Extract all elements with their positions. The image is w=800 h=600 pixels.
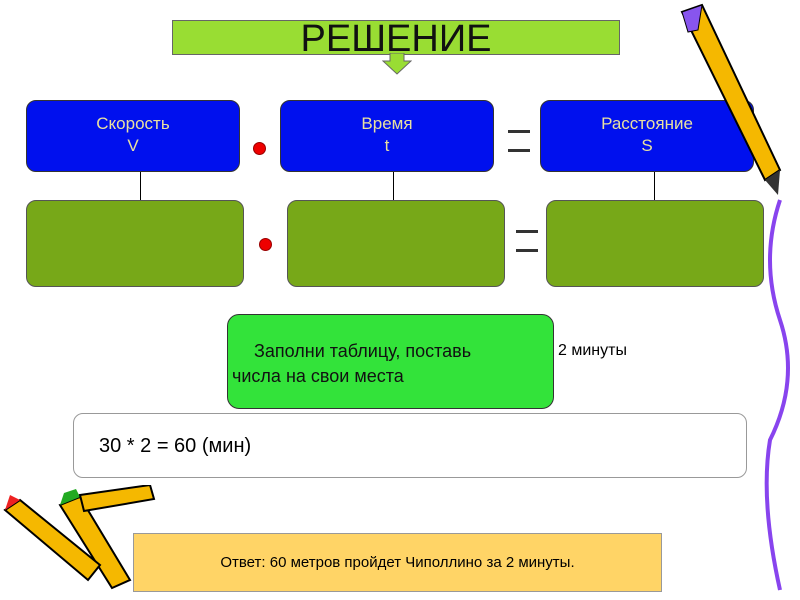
time-label: Время [361, 114, 413, 133]
connector [654, 172, 655, 200]
pencil-icon [680, 3, 790, 591]
hint-callout: Заполни таблицу, поставь числа на свои м… [227, 314, 554, 409]
multiply-dot [253, 142, 266, 155]
multiply-dot [259, 238, 272, 251]
speed-symbol: V [127, 136, 139, 155]
hidden-text: 2 минуты [558, 342, 627, 359]
answer-box: Ответ: 60 метров пройдет Чиполлино за 2 … [133, 533, 662, 592]
calculation-box: 30 * 2 = 60 (мин) [73, 413, 747, 478]
distance-symbol: S [641, 136, 653, 155]
equals-sign [516, 230, 538, 252]
distance-input-box[interactable] [546, 200, 764, 287]
title-banner: РЕШЕНИЕ [172, 20, 620, 58]
pencils-icon [3, 485, 156, 590]
connector [393, 172, 394, 200]
distance-label: Расстояние [601, 114, 693, 133]
connector [140, 172, 141, 200]
hint-line: числа на свои места [232, 366, 404, 386]
hint-line: Заполни таблицу, поставь [254, 341, 472, 361]
speed-input-box[interactable] [26, 200, 244, 287]
arrow-down-icon [382, 53, 412, 75]
speed-label: Скорость [96, 114, 170, 133]
time-input-box[interactable] [287, 200, 505, 287]
time-box: Время t [280, 100, 494, 172]
time-symbol: t [384, 136, 390, 155]
equals-sign [508, 130, 530, 152]
